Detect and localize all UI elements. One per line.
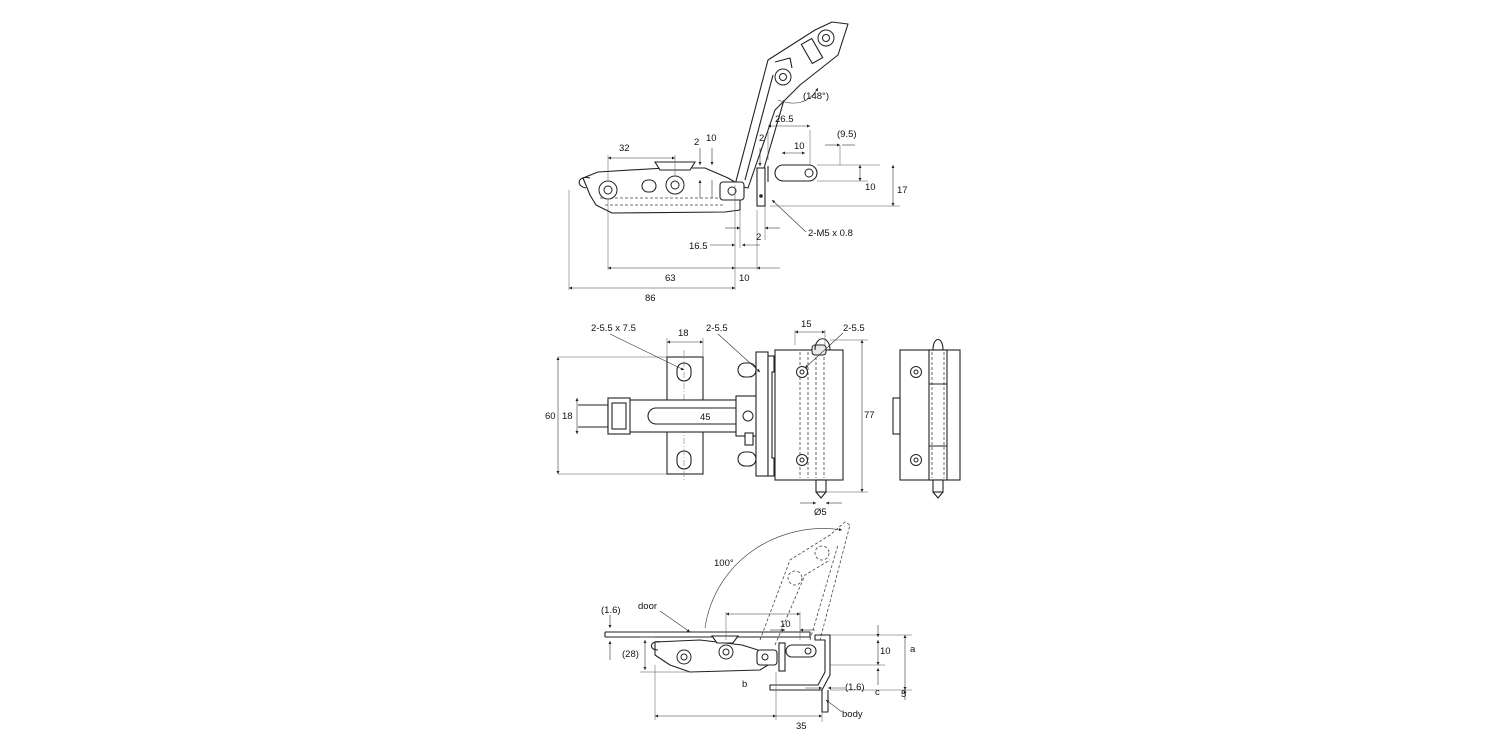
- dim-63: 63: [665, 273, 676, 284]
- dim-10-side: 10: [880, 646, 891, 657]
- dim-9-5: (9.5): [837, 129, 857, 140]
- dim-17: 17: [897, 185, 908, 196]
- dim-32: 32: [619, 143, 630, 154]
- hole-callout-left: 2-5.5: [706, 323, 728, 334]
- dim-86: 86: [645, 293, 656, 304]
- dim-15: 15: [801, 319, 812, 330]
- angle-148-label: (148°): [803, 91, 829, 102]
- dim-10-d: 10: [739, 273, 750, 284]
- door-label: door: [638, 601, 657, 612]
- installed-bracket: [654, 639, 769, 673]
- top-view: (148°) 32 2 10: [568, 21, 908, 304]
- body-label: body: [842, 709, 863, 720]
- dim-2-b: 2: [759, 133, 764, 144]
- dim-10-b: 10: [794, 141, 805, 152]
- dim-2-a: 2: [694, 137, 699, 148]
- slot-callout: 2-5.5 x 7.5: [591, 323, 636, 334]
- bottom-view: 100° (1.6) door (28): [601, 521, 916, 732]
- angle-100: 100°: [714, 558, 734, 569]
- dim-45: 45: [700, 412, 711, 423]
- dim-10-c: 10: [865, 182, 876, 193]
- door-panel: [605, 631, 811, 638]
- middle-view: 60 18 18 2-5.5 x 7.5 2-5.5 45 15 2-5.5 7…: [545, 319, 961, 518]
- dim-a: a: [910, 644, 916, 655]
- dim-2-c: 2: [756, 232, 761, 243]
- dim-28: (28): [622, 649, 639, 660]
- dim-60: 60: [545, 411, 556, 422]
- body-leaf: [774, 349, 844, 481]
- dim-18-side: 18: [562, 411, 573, 422]
- thickness-1-6-top: (1.6): [601, 605, 621, 616]
- body-stud: [774, 164, 818, 182]
- dim-26-5: 26.5: [775, 114, 794, 125]
- pin-diameter: Ø5: [814, 507, 827, 518]
- dim-77: 77: [864, 410, 875, 421]
- dim-10-a: 10: [706, 133, 717, 144]
- dim-c: c: [875, 687, 880, 698]
- dim-10-top: 10: [780, 619, 791, 630]
- dim-18-top: 18: [678, 328, 689, 339]
- thread-callout: 2-M5 x 0.8: [808, 228, 853, 239]
- body-panel: [769, 634, 831, 691]
- raised-arm: [734, 21, 849, 189]
- hole-callout-right: 2-5.5: [843, 323, 865, 334]
- thickness-1-6-bottom: (1.6): [845, 682, 865, 693]
- dim-16-5: 16.5: [689, 241, 708, 252]
- dim-b: b: [742, 679, 747, 690]
- dim-5: 5: [901, 689, 906, 700]
- dim-35: 35: [796, 721, 807, 732]
